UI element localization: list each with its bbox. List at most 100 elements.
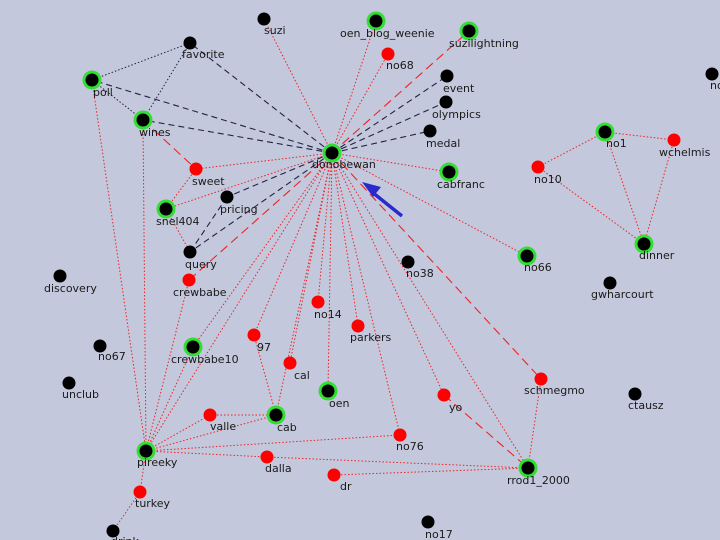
- node-dot-olympics: [439, 95, 453, 109]
- node-dot-cab: [269, 408, 283, 422]
- node-wines[interactable]: [133, 110, 153, 130]
- node-query[interactable]: [183, 245, 197, 259]
- edge-donobewan-cab: [275, 152, 333, 416]
- node-yo[interactable]: [437, 388, 451, 402]
- node-dot-wchelmis: [667, 133, 681, 147]
- node-dot-rrod1_2000: [521, 461, 535, 475]
- node-drink[interactable]: [106, 524, 120, 538]
- node-crewbabe10[interactable]: [183, 337, 203, 357]
- node-snel404[interactable]: [156, 199, 176, 219]
- node-97[interactable]: [247, 328, 261, 342]
- edge-poll-pireeky: [91, 79, 147, 452]
- node-label-unclub: unclub: [62, 388, 99, 401]
- node-label-event: event: [443, 82, 475, 95]
- node-event[interactable]: [440, 69, 454, 83]
- node-dot-edge_partial: [705, 67, 719, 81]
- node-label-gwharcourt: gwharcourt: [591, 288, 654, 301]
- node-donobewan[interactable]: [322, 143, 342, 163]
- node-ctausz[interactable]: [628, 387, 642, 401]
- node-dot-unclub: [62, 376, 76, 390]
- node-suzilightning[interactable]: [459, 21, 479, 41]
- node-dot-dinner: [637, 237, 651, 251]
- node-dot-favorite: [183, 36, 197, 50]
- node-no10[interactable]: [531, 160, 545, 174]
- node-pricing[interactable]: [220, 190, 234, 204]
- node-olympics[interactable]: [439, 95, 453, 109]
- node-label-oen_blog_weenie: oen_blog_weenie: [340, 27, 435, 40]
- node-cabfranc[interactable]: [439, 162, 459, 182]
- node-schmegmo[interactable]: [534, 372, 548, 386]
- node-label-drink: drink: [111, 535, 140, 540]
- edge-sweet-snel404: [165, 168, 197, 210]
- node-dot-poll: [85, 73, 99, 87]
- node-dot-no67: [93, 339, 107, 353]
- node-dot-crewbabe: [182, 273, 196, 287]
- node-label-sweet: sweet: [192, 175, 225, 188]
- node-oen[interactable]: [318, 381, 338, 401]
- node-medal[interactable]: [423, 124, 437, 138]
- edge-poll-wines: [91, 79, 144, 121]
- node-label-olympics: olympics: [432, 108, 481, 121]
- edge-pireeky-cab: [145, 414, 277, 452]
- node-unclub[interactable]: [62, 376, 76, 390]
- node-gwharcourt[interactable]: [603, 276, 617, 290]
- node-sweet[interactable]: [189, 162, 203, 176]
- node-oen_blog_weenie[interactable]: [366, 11, 386, 31]
- node-label-query: query: [185, 258, 217, 271]
- node-no1[interactable]: [595, 122, 615, 142]
- node-poll[interactable]: [82, 70, 102, 90]
- node-no76[interactable]: [393, 428, 407, 442]
- node-dinner[interactable]: [634, 234, 654, 254]
- node-no67[interactable]: [93, 339, 107, 353]
- edge-donobewan-wines: [142, 119, 333, 154]
- node-wchelmis[interactable]: [667, 133, 681, 147]
- node-turkey[interactable]: [133, 485, 147, 499]
- node-label-oen: oen: [329, 397, 349, 410]
- node-label-97: 97: [257, 341, 271, 354]
- edge-no1-wchelmis: [604, 131, 675, 141]
- node-label-turkey: turkey: [135, 497, 171, 510]
- node-no66[interactable]: [517, 246, 537, 266]
- node-dot-wines: [136, 113, 150, 127]
- node-dot-gwharcourt: [603, 276, 617, 290]
- node-suzi[interactable]: [257, 12, 271, 26]
- node-cab[interactable]: [266, 405, 286, 425]
- node-dot-drink: [106, 524, 120, 538]
- node-no38[interactable]: [401, 255, 415, 269]
- edge-donobewan-parkers: [331, 152, 359, 327]
- node-layer: [53, 11, 719, 538]
- node-pireeky[interactable]: [136, 441, 156, 461]
- node-no17[interactable]: [421, 515, 435, 529]
- node-dot-crewbabe10: [186, 340, 200, 354]
- node-favorite[interactable]: [183, 36, 197, 50]
- node-dot-schmegmo: [534, 372, 548, 386]
- node-parkers[interactable]: [351, 319, 365, 333]
- edge-pireeky-no76: [145, 434, 401, 452]
- node-discovery[interactable]: [53, 269, 67, 283]
- edge-donobewan-olympics: [331, 101, 447, 154]
- node-label-ctausz: ctausz: [628, 399, 664, 412]
- node-label-suzilightning: suzilightning: [449, 37, 519, 50]
- node-edge_partial[interactable]: [705, 67, 719, 81]
- node-label-schmegmo: schmegmo: [524, 384, 585, 397]
- node-label-dalla: dalla: [265, 462, 292, 475]
- node-dot-no1: [598, 125, 612, 139]
- node-dot-cabfranc: [442, 165, 456, 179]
- edge-turkey-drink: [112, 491, 141, 532]
- node-label-dr: dr: [340, 480, 352, 493]
- node-cal[interactable]: [283, 356, 297, 370]
- node-crewbabe[interactable]: [182, 273, 196, 287]
- node-label-suzi: suzi: [264, 24, 286, 37]
- node-valle[interactable]: [203, 408, 217, 422]
- node-no68[interactable]: [381, 47, 395, 61]
- edge-wines-sweet: [142, 119, 197, 170]
- node-dot-dalla: [260, 450, 274, 464]
- node-dr[interactable]: [327, 468, 341, 482]
- node-no14[interactable]: [311, 295, 325, 309]
- edge-favorite-wines: [142, 42, 191, 121]
- node-rrod1_2000[interactable]: [518, 458, 538, 478]
- node-label-crewbabe10: crewbabe10: [171, 353, 239, 366]
- node-dalla[interactable]: [260, 450, 274, 464]
- node-dot-medal: [423, 124, 437, 138]
